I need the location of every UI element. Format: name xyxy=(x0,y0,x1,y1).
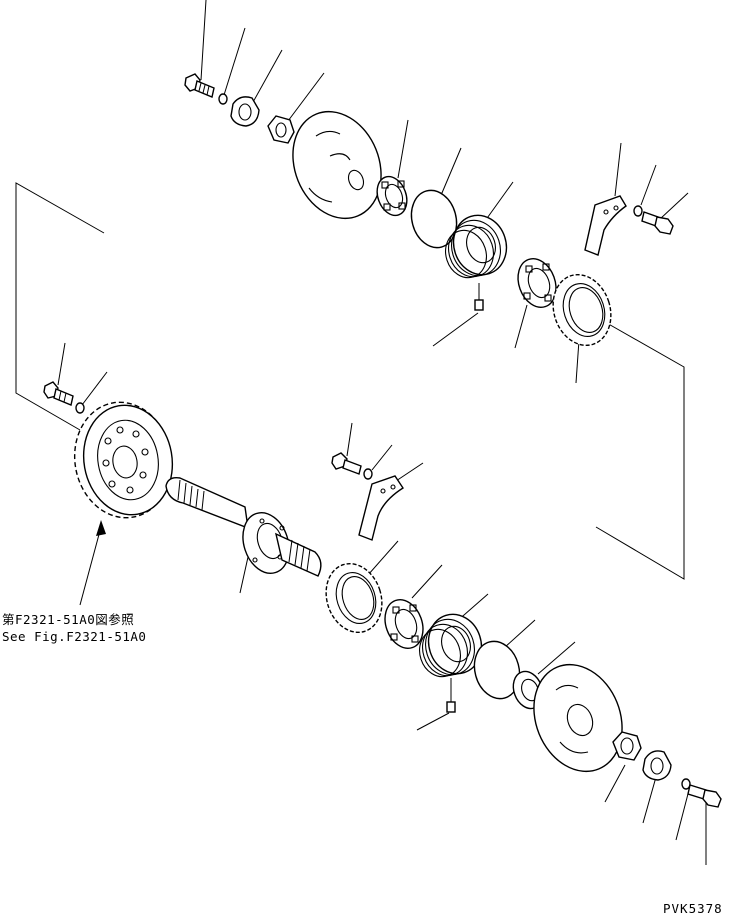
drawing-code: PVK5378 xyxy=(663,901,723,916)
bearing-low xyxy=(384,599,424,649)
cage-low xyxy=(419,613,483,678)
reference-note-en: See Fig.F2321-51A0 xyxy=(2,629,146,644)
nut-top xyxy=(267,115,295,144)
bearing-top xyxy=(376,175,408,217)
leader-bearing-low xyxy=(411,564,443,599)
shim-ring-top xyxy=(552,273,612,347)
leader-lockplate-low xyxy=(642,776,657,824)
reference-note-jp: 第F2321-51A0図参照 xyxy=(2,612,134,627)
cage-top xyxy=(445,214,508,279)
washer-low xyxy=(681,778,691,790)
leader-shim-top xyxy=(575,339,580,384)
leader-oring-top xyxy=(438,147,462,201)
washer-gear xyxy=(75,402,85,414)
leader-bolt-mid xyxy=(346,422,353,457)
bracket-plate-top xyxy=(584,195,627,256)
leader-bracket-top xyxy=(614,142,622,197)
leader-nut-top xyxy=(284,72,325,126)
pinion-shaft xyxy=(165,476,322,577)
assembly-bracket-lines xyxy=(15,182,685,580)
shim-ring-low xyxy=(325,562,383,634)
leader-bearing2-top xyxy=(514,304,528,349)
leader-grease-top xyxy=(432,312,479,347)
o-ring-low xyxy=(473,640,521,700)
bolt-low xyxy=(687,784,722,808)
bracket-right xyxy=(595,321,685,580)
nut-low xyxy=(612,731,642,761)
bolt-right xyxy=(641,211,674,235)
leader-bolt-right xyxy=(659,192,689,220)
top-assembly xyxy=(184,73,674,347)
bolt-mid xyxy=(331,452,362,475)
leader-oring-low xyxy=(503,619,536,649)
leader-washer-low xyxy=(675,789,690,841)
grease-fitting-top xyxy=(474,283,484,311)
leader-bearing2-low xyxy=(537,641,576,675)
lock-plate-top xyxy=(230,96,260,127)
disc-low xyxy=(533,663,623,773)
leader-washer-mid xyxy=(371,444,393,471)
leader-bolt-top xyxy=(200,0,207,81)
reference-arrowhead xyxy=(96,520,106,536)
lower-assembly xyxy=(325,562,722,808)
lock-plate-low xyxy=(642,750,672,781)
bracket-plate-mid xyxy=(358,475,404,541)
leader-bearing-top xyxy=(397,119,409,179)
grease-fitting-low xyxy=(446,678,456,713)
center-assembly xyxy=(43,381,404,577)
bracket-left xyxy=(15,182,105,431)
disc-top xyxy=(292,110,382,220)
leader-bolt-gear xyxy=(57,342,66,386)
leader-shim-low xyxy=(367,540,399,576)
washer-top xyxy=(218,93,228,105)
bearing2-top xyxy=(517,258,557,308)
leader-nut-low xyxy=(604,764,626,803)
washer-right xyxy=(633,205,643,217)
o-ring-top xyxy=(410,189,458,249)
bolt-top xyxy=(184,73,215,98)
leader-lockplate-top xyxy=(251,49,283,105)
washer-mid xyxy=(363,468,373,480)
leader-washer-top xyxy=(223,27,246,96)
leader-reference xyxy=(79,526,102,606)
leader-washer-gear xyxy=(81,371,108,406)
leader-lines xyxy=(57,0,707,865)
bevel-gear xyxy=(73,401,174,519)
bolt-gear xyxy=(43,381,74,406)
leader-grease-low xyxy=(416,712,450,731)
leader-washer-right xyxy=(640,164,657,206)
